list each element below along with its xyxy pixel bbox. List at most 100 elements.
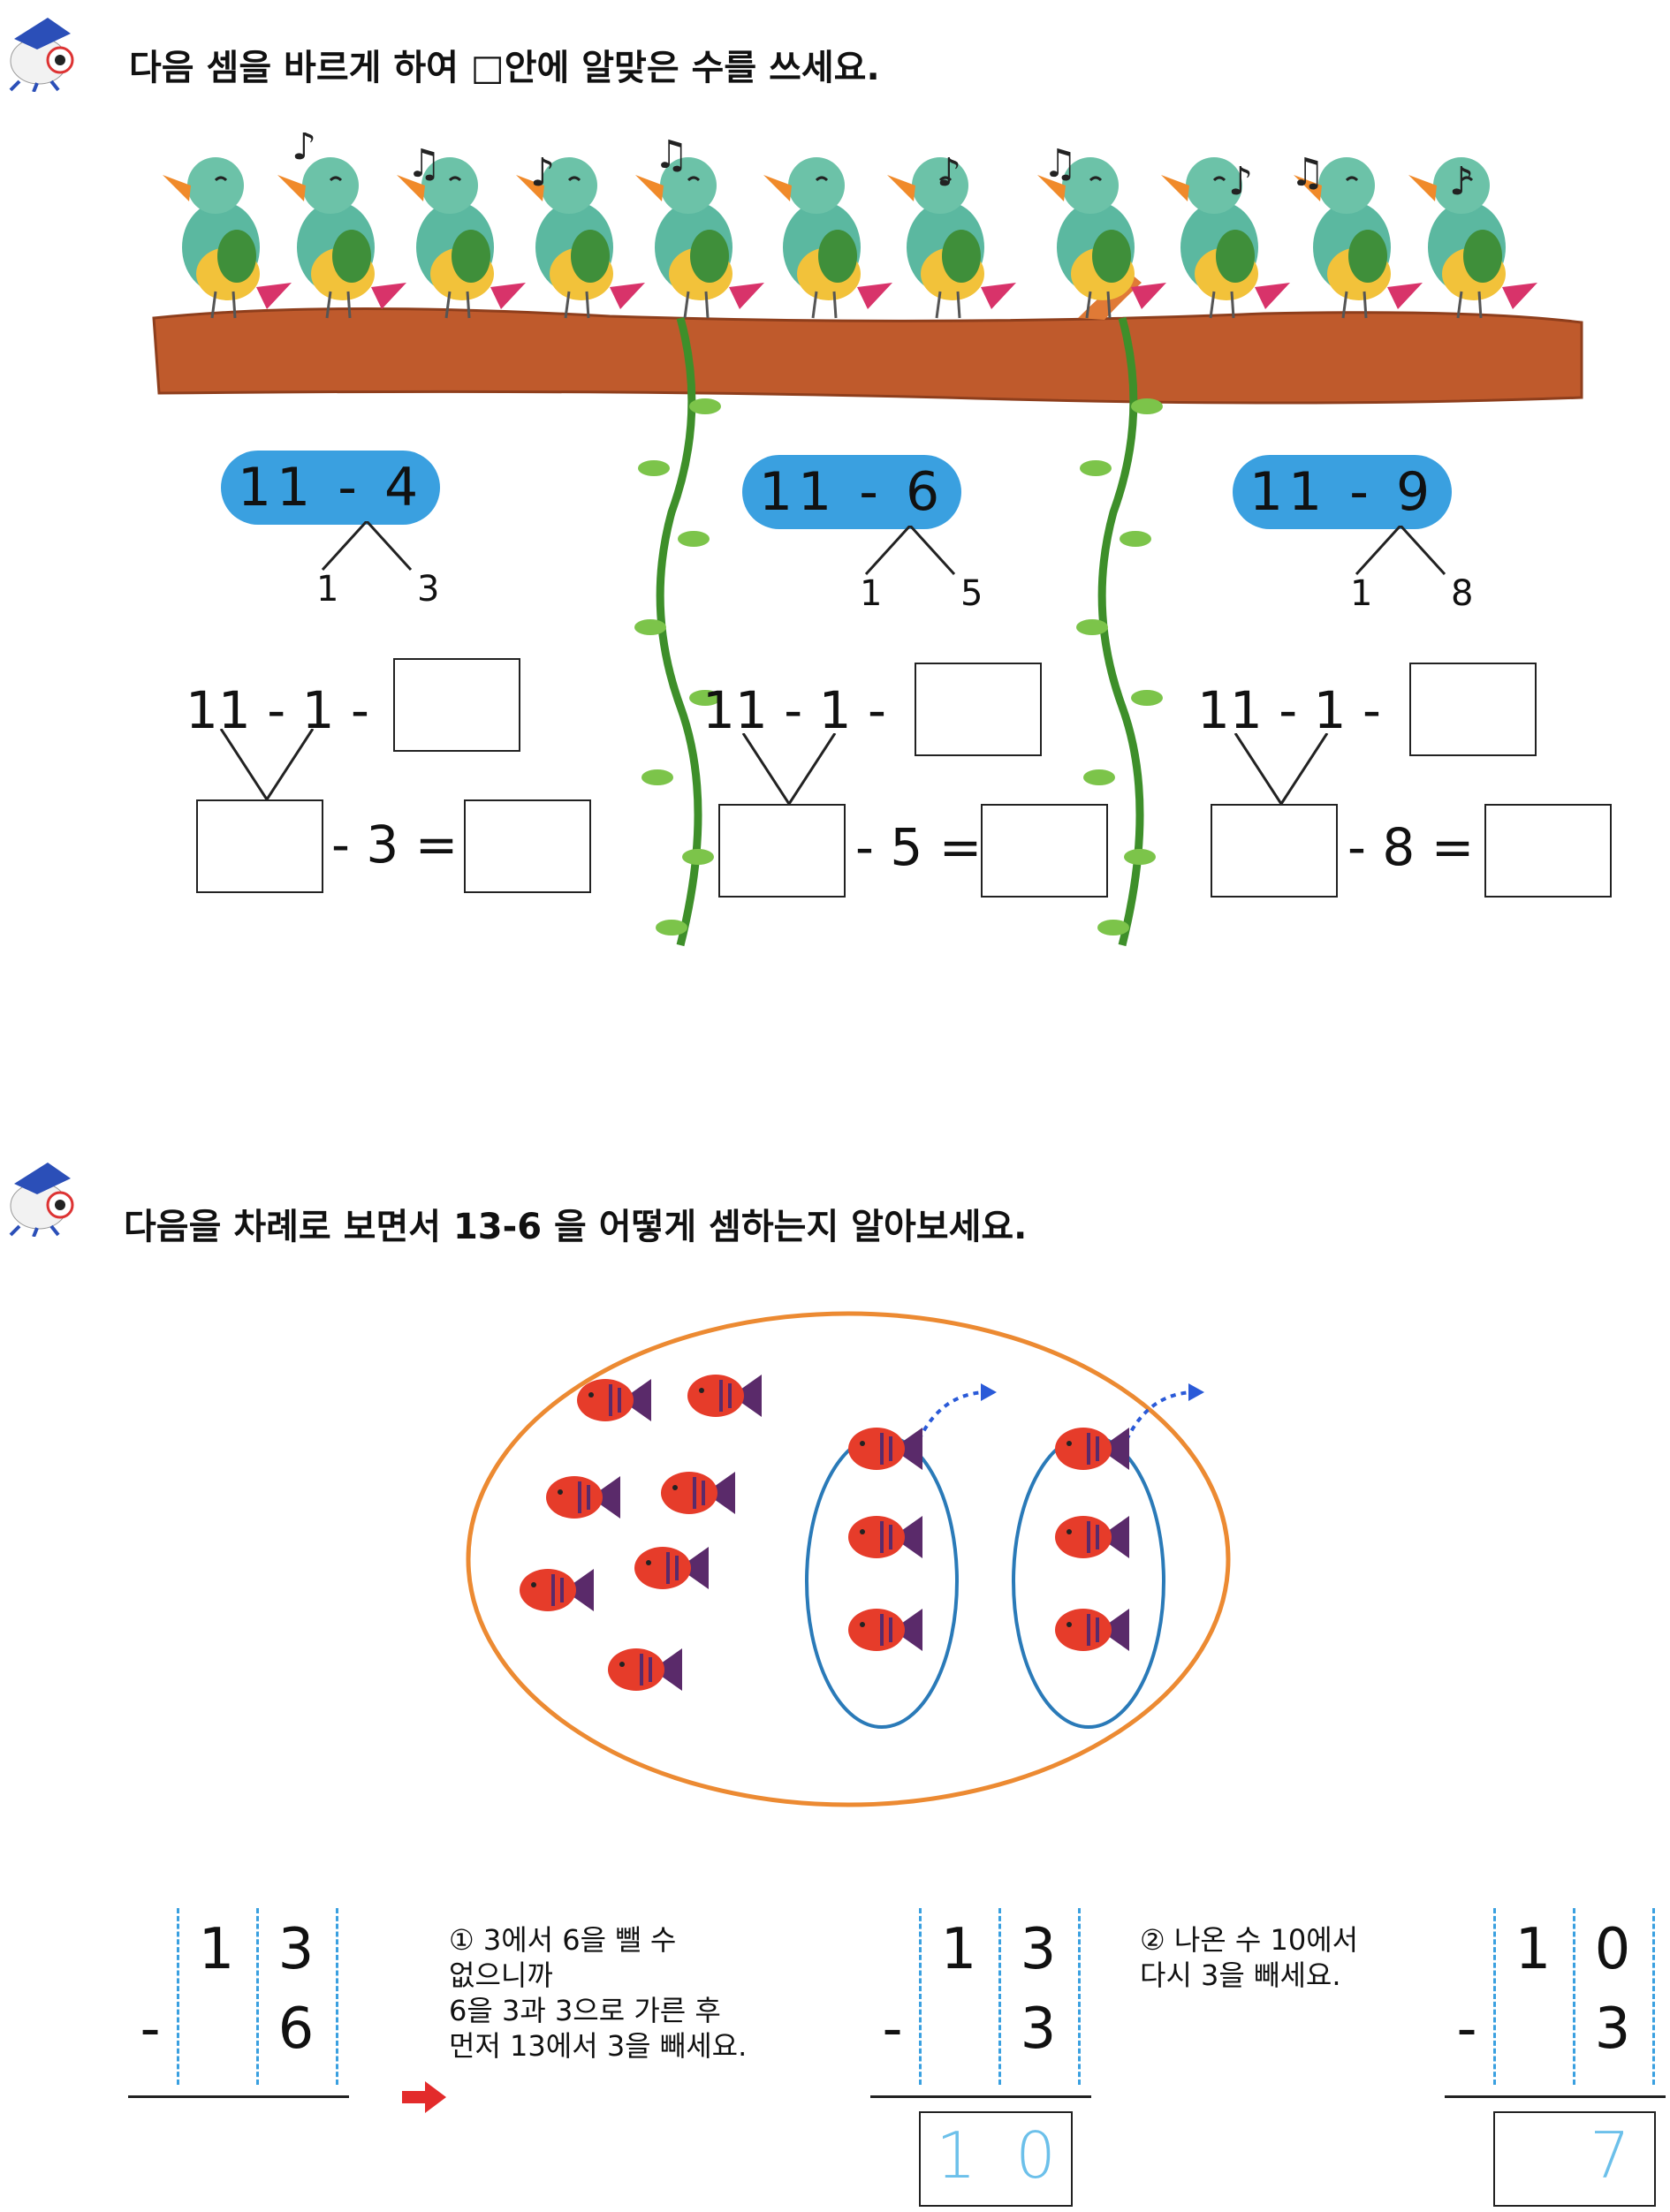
bird xyxy=(1161,157,1290,319)
instruction-2: 다음을 차례로 보면서 13-6 을 어떻게 셈하는지 알아보세요. xyxy=(124,1207,1028,1247)
answer-box-2[interactable] xyxy=(196,799,323,893)
step1-vertical-subtraction: 1 3 - 3 1 0 xyxy=(866,1908,1096,2208)
answer-box-1[interactable] xyxy=(1409,663,1537,756)
second-line-operator: - 3 = xyxy=(331,814,459,875)
answer-box[interactable]: 1 0 xyxy=(919,2111,1073,2207)
split-right: 3 xyxy=(417,569,440,610)
step0-vertical-subtraction: 1 3 - 6 xyxy=(124,1908,353,2111)
mascot-icon-2 xyxy=(9,1163,74,1237)
group-ellipse-2 xyxy=(1012,1434,1165,1729)
guide-line xyxy=(1493,1908,1496,2085)
svg-text:♫: ♫ xyxy=(1043,141,1077,186)
birds-branch-illustration: ♪♫♪ ♫♪♫ ♪♫♪ xyxy=(152,133,1583,947)
music-notes: ♪♫♪ ♫♪♫ ♪♫♪ xyxy=(292,133,1474,204)
first-line: 11 - 1 - xyxy=(1197,680,1381,740)
guide-line xyxy=(336,1908,338,2085)
answer-box-2[interactable] xyxy=(718,804,846,898)
answer-ones: 7 xyxy=(1590,2118,1630,2193)
bird-group xyxy=(163,157,1537,319)
split-left: 1 xyxy=(316,569,339,610)
bottom-ones: 3 xyxy=(1020,1996,1057,2062)
mascot-icon xyxy=(9,18,74,92)
combine-lines xyxy=(1234,733,1329,805)
answer-box-1[interactable] xyxy=(915,663,1042,756)
svg-text:♪: ♪ xyxy=(937,150,961,195)
answer-box-3[interactable] xyxy=(464,799,591,893)
top-tens: 1 xyxy=(940,1917,977,1982)
answer-box-3[interactable] xyxy=(1484,804,1612,898)
fish xyxy=(608,1648,682,1691)
answer-tens: 1 xyxy=(936,2118,976,2193)
fish xyxy=(848,1516,922,1558)
answer-box[interactable]: 7 xyxy=(1493,2111,1656,2207)
svg-text:♪: ♪ xyxy=(1449,159,1474,204)
answer-box-3[interactable] xyxy=(981,804,1108,898)
sum-line xyxy=(128,2095,349,2098)
fish xyxy=(546,1476,620,1519)
bird xyxy=(763,157,892,319)
step2-vertical-subtraction: 1 0 - 3 7 xyxy=(1440,1908,1670,2208)
bird xyxy=(1294,157,1423,319)
arrowhead-1 xyxy=(981,1383,997,1401)
move-arrow-2 xyxy=(1125,1390,1194,1441)
combine-lines xyxy=(219,729,315,800)
first-line: 11 - 1 - xyxy=(702,680,886,740)
fish-ellipse-illustration xyxy=(466,1311,1231,1807)
split-lines xyxy=(1355,526,1446,576)
guide-line xyxy=(1078,1908,1081,2085)
fish xyxy=(687,1375,762,1417)
expression-pill: 11 - 4 xyxy=(221,451,440,525)
split-lines xyxy=(321,521,413,572)
bird xyxy=(516,157,645,319)
svg-text:♫: ♫ xyxy=(406,141,441,186)
minus-sign: - xyxy=(1456,1996,1477,2062)
split-lines xyxy=(864,526,956,576)
split-right: 5 xyxy=(960,573,983,614)
guide-line xyxy=(1573,1908,1575,2085)
fish xyxy=(577,1379,651,1421)
step2-note: ② 나온 수 10에서 다시 3을 빼세요. xyxy=(1140,1923,1359,1992)
vine-leaves xyxy=(634,398,1163,936)
svg-text:♫: ♫ xyxy=(654,133,688,178)
fish xyxy=(661,1472,735,1514)
bird xyxy=(887,157,1016,319)
minus-sign: - xyxy=(882,1996,903,2062)
split-right: 8 xyxy=(1451,573,1474,614)
svg-text:♪: ♪ xyxy=(292,133,316,169)
bird xyxy=(1037,157,1166,319)
expression-pill: 11 - 6 xyxy=(742,455,961,529)
fish xyxy=(520,1569,594,1611)
top-tens: 1 xyxy=(1514,1917,1552,1982)
svg-text:♪: ♪ xyxy=(530,150,555,195)
move-arrow-1 xyxy=(917,1390,986,1441)
top-ones: 3 xyxy=(277,1917,315,1982)
fish xyxy=(1055,1609,1129,1651)
bird xyxy=(635,157,764,319)
bird xyxy=(397,157,526,319)
top-ones: 0 xyxy=(1594,1917,1631,1982)
bird xyxy=(277,157,406,319)
split-left: 1 xyxy=(860,573,883,614)
outer-ellipse xyxy=(466,1311,1231,1807)
expression-pill: 11 - 9 xyxy=(1233,455,1452,529)
guide-line xyxy=(1652,1908,1655,2085)
group-ellipse-1 xyxy=(805,1434,959,1729)
top-tens: 1 xyxy=(198,1917,235,1982)
guide-line xyxy=(919,1908,922,2085)
branch xyxy=(152,307,1583,405)
svg-text:♫: ♫ xyxy=(1290,150,1325,195)
right-arrow-icon xyxy=(402,2081,446,2113)
answer-box-1[interactable] xyxy=(393,658,520,752)
split-left: 1 xyxy=(1350,573,1373,614)
fish xyxy=(634,1547,709,1589)
answer-ones: 0 xyxy=(1015,2118,1056,2193)
answer-box-2[interactable] xyxy=(1211,804,1338,898)
sum-line xyxy=(870,2095,1091,2098)
guide-line xyxy=(177,1908,179,2085)
fish-group xyxy=(520,1375,1129,1691)
step1-note: ① 3에서 6을 뺄 수 없으니까 6을 3과 3으로 가른 후 먼저 13에서… xyxy=(449,1923,748,2063)
combine-lines xyxy=(741,733,837,805)
fish xyxy=(1055,1516,1129,1558)
arrowhead-2 xyxy=(1188,1383,1204,1401)
bird xyxy=(163,157,292,319)
